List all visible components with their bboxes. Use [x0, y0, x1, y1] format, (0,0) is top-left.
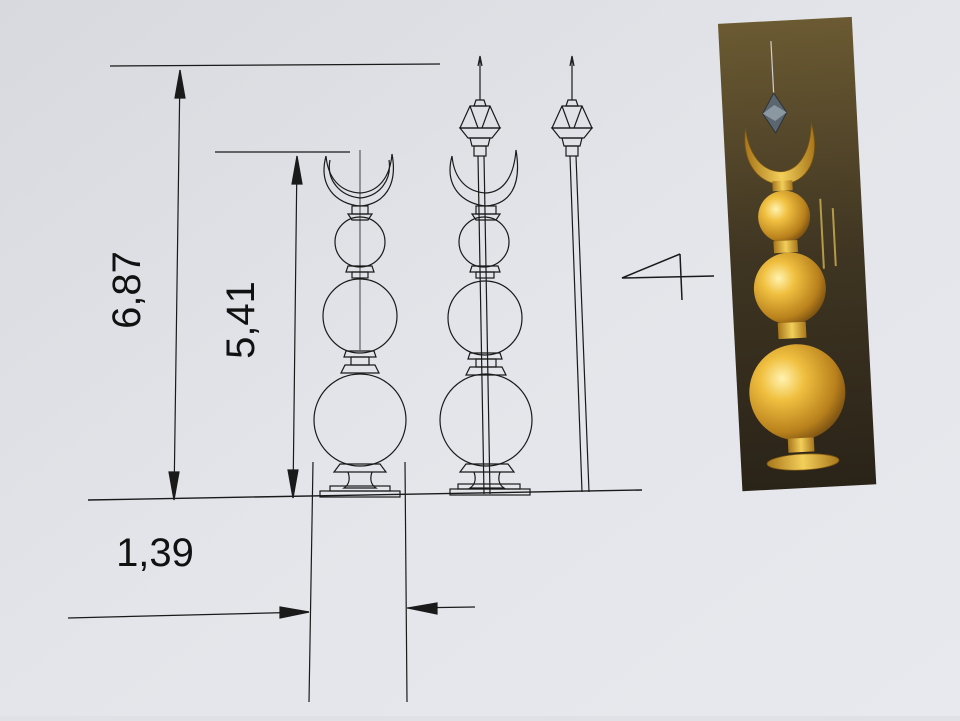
arrowhead-icon [174, 69, 186, 99]
reference-photo [717, 16, 877, 492]
total-height-label: 6,87 [105, 251, 149, 329]
ground-line [87, 489, 643, 501]
finial-height-label: 5,41 [219, 281, 263, 359]
top-extension-line [109, 63, 441, 67]
sheet-number-glyph [621, 253, 715, 301]
arrowhead-icon [287, 469, 299, 499]
total-height-dimension-line [173, 69, 181, 501]
base-left-extension-line [308, 461, 314, 703]
arrowhead-icon [291, 155, 303, 185]
base-width-label: 1,39 [116, 531, 194, 575]
finial-elevation-1 [313, 150, 407, 498]
finial-height-dimension-line [292, 155, 298, 499]
base-width-dimension-line-left [67, 611, 310, 619]
finial-elevation-2 [439, 55, 533, 496]
arrowhead-icon [168, 471, 180, 501]
technical-drawing [67, 55, 715, 703]
rod-elevation-3 [550, 55, 594, 493]
base-right-extension-line [404, 461, 408, 703]
arrowhead-icon [279, 606, 310, 619]
arrowhead-icon [407, 602, 438, 615]
